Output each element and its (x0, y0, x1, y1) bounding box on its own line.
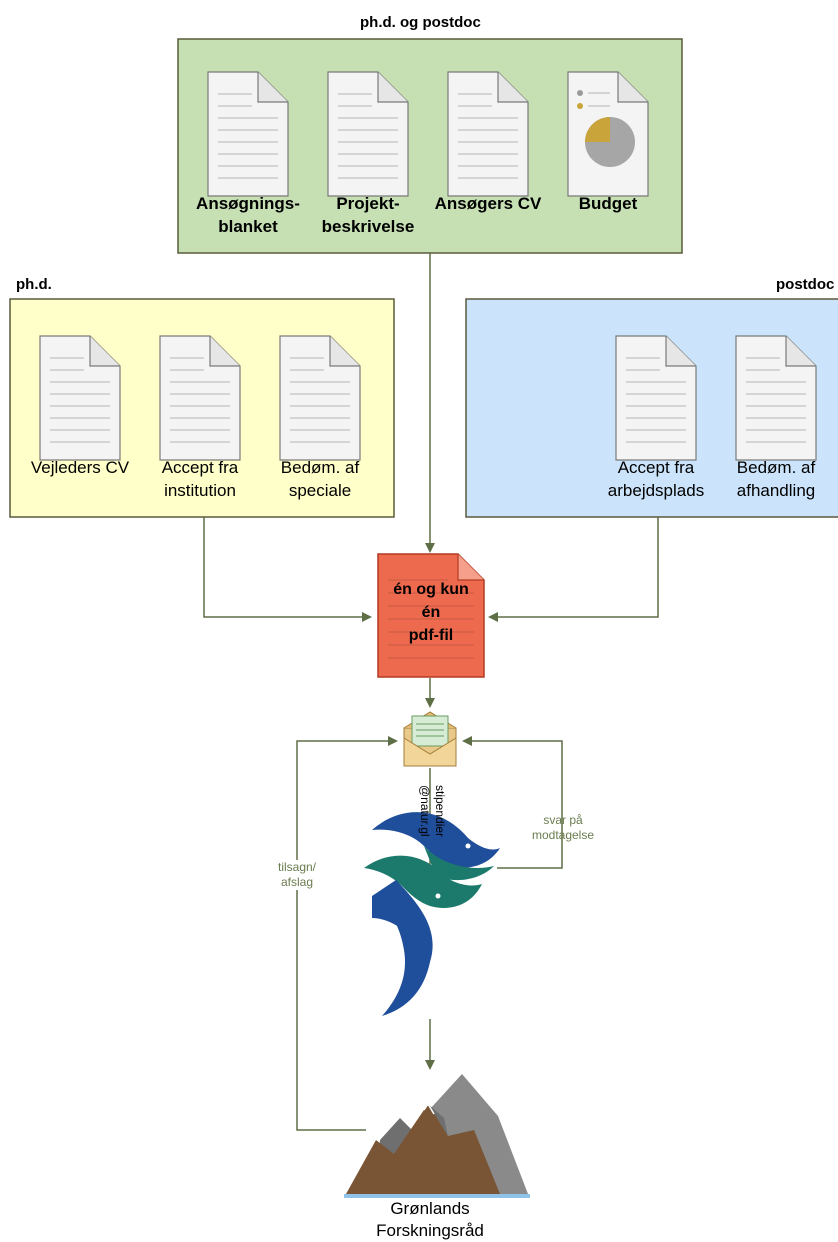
decision-label: tilsagn/ afslag (266, 860, 328, 890)
phd-group-title: ph.d. (16, 276, 52, 293)
arrow-decision (296, 736, 398, 1131)
document-icon (207, 71, 289, 197)
arrow-phd-to-pdf (203, 517, 372, 622)
email-address-label: stipendier @natur.gl (418, 785, 447, 838)
document-icon (327, 71, 409, 197)
document-icon (39, 335, 121, 461)
envelope-icon (403, 711, 457, 767)
receipt-reply-label: svar på modtagelse (531, 813, 595, 842)
fish-logo-icon (364, 812, 500, 1016)
postdoc-group-title: postdoc (776, 276, 835, 293)
doc-label-application-form: Ansøgnings- blanket (196, 194, 300, 236)
doc-label-thesis-assessment: Bedøm. af speciale (280, 458, 360, 500)
doc-label-applicant-cv: Ansøgers CV (434, 194, 542, 213)
document-icon (279, 335, 361, 461)
mountain-icon (344, 1074, 530, 1198)
budget-document-icon (567, 71, 649, 197)
doc-label-workplace-acceptance: Accept fra arbejdsplads (607, 458, 705, 500)
common-group-title: ph.d. og postdoc (360, 14, 481, 31)
doc-label-project-description: Projekt- beskrivelse (321, 194, 415, 236)
doc-label-dissertation-assessment: Bedøm. af afhandling (736, 458, 816, 500)
arrow-postdoc-to-pdf (488, 517, 659, 622)
doc-label-institution-acceptance: Accept fra institution (161, 458, 239, 500)
pdf-label: én og kun én pdf-fil (393, 581, 469, 644)
arrow-receipt-reply (462, 736, 563, 869)
pdf-file-icon (377, 553, 485, 678)
document-icon (735, 335, 817, 461)
doc-label-budget: Budget (578, 194, 638, 213)
document-icon (615, 335, 697, 461)
research-council-name: Grønlands Forskningsråd (376, 1199, 484, 1240)
doc-label-supervisor-cv: Vejleders CV (30, 458, 130, 477)
document-icon (159, 335, 241, 461)
document-icon (447, 71, 529, 197)
